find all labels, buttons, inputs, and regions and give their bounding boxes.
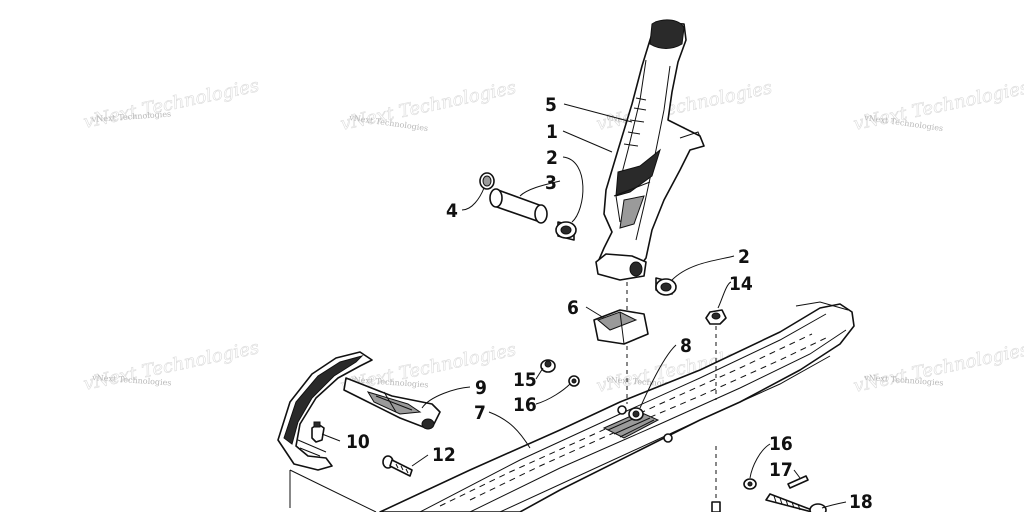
- callout-6: 6: [567, 297, 579, 319]
- callout-9: 9: [475, 377, 487, 399]
- bushing-part: [655, 277, 677, 296]
- callout-17: 17: [769, 459, 793, 481]
- callout-8: 8: [680, 335, 692, 357]
- callout-12: 12: [432, 444, 456, 466]
- callout-3: 3: [545, 172, 557, 194]
- callout-16: 16: [513, 394, 537, 416]
- ski-handle-part: [277, 351, 441, 471]
- grommet-part: [628, 407, 644, 421]
- bolt-part: [382, 455, 413, 477]
- ski-part: [379, 301, 855, 512]
- callout-15: 15: [513, 369, 537, 391]
- leader-lines: [321, 103, 847, 509]
- callout-7: 7: [474, 402, 486, 424]
- callout-10: 10: [346, 431, 370, 453]
- pin-part: [787, 475, 809, 489]
- watermark-shadow: vNext Technologies: [82, 75, 261, 133]
- fastener-part: [311, 421, 325, 443]
- callout-labels: 5 1 2 3 4 2 14 6 8 15 16 9 7 10 12 16 17…: [346, 94, 873, 512]
- callout-5: 5: [545, 94, 557, 116]
- stud-part: [765, 493, 827, 512]
- callout-1: 1: [546, 121, 558, 143]
- sleeve-tube-part: [489, 188, 548, 224]
- bottom-stud-part: [711, 501, 721, 512]
- callout-2: 2: [546, 147, 558, 169]
- washer-part: [743, 478, 757, 490]
- watermark-shadow: vNext Technologies: [852, 339, 1024, 397]
- bushing-part: [555, 221, 577, 241]
- callout-18: 18: [849, 491, 873, 512]
- callout-14: 14: [729, 273, 753, 295]
- callout-2: 2: [738, 246, 750, 268]
- callout-16: 16: [769, 433, 793, 455]
- watermark-shadow: vNext Technologies: [82, 337, 261, 395]
- spindle-part: [595, 19, 705, 281]
- nut-part: [540, 359, 556, 373]
- spindle-pad-part: [593, 309, 649, 345]
- callout-4: 4: [446, 200, 458, 222]
- washer-part: [568, 375, 580, 387]
- lock-nut-part: [705, 309, 727, 325]
- alignment-lines: [289, 282, 717, 512]
- bushing-small-part: [479, 172, 495, 190]
